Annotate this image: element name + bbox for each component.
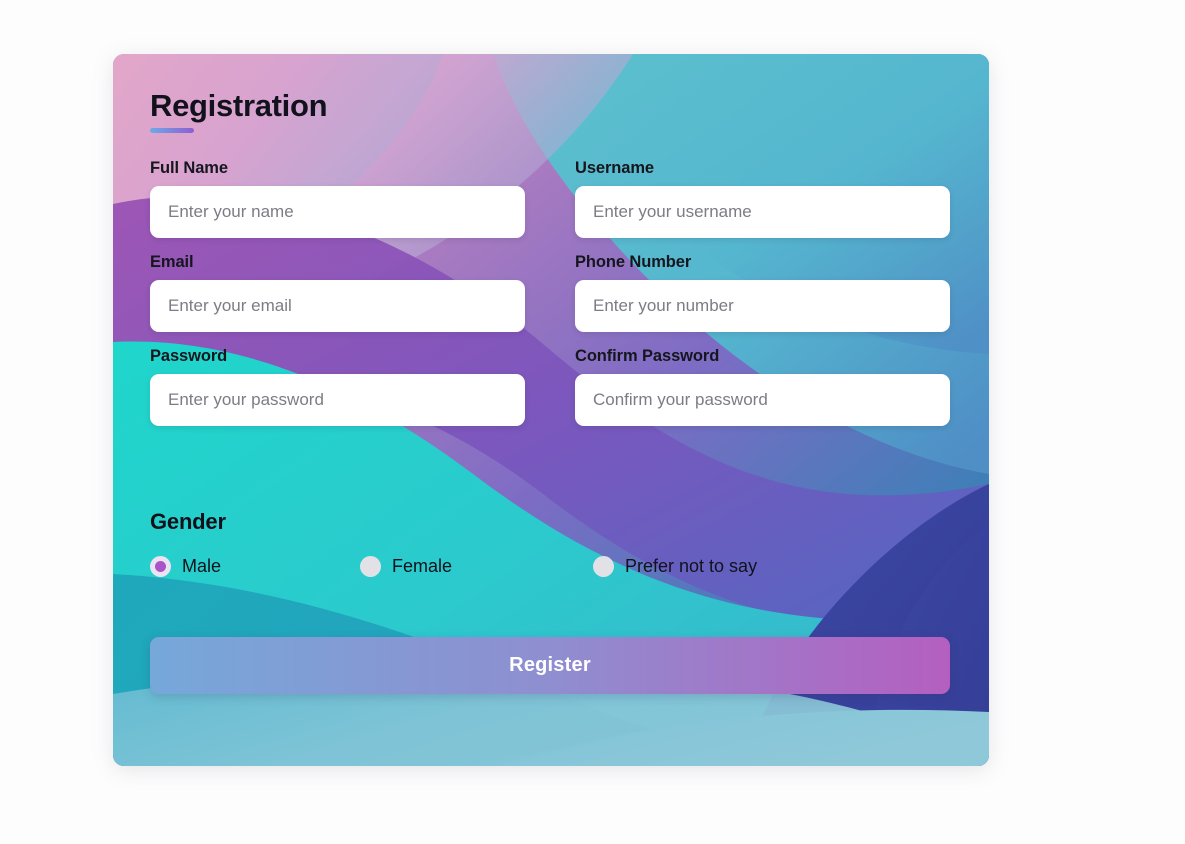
gender-option-male[interactable]: Male — [150, 556, 221, 577]
radio-selected-icon[interactable] — [150, 556, 171, 577]
phone-number-input[interactable] — [575, 280, 950, 332]
radio-unselected-icon[interactable] — [360, 556, 381, 577]
confirm-password-input[interactable] — [575, 374, 950, 426]
label-full-name: Full Name — [150, 159, 228, 177]
field-full-name: Full Name — [150, 159, 525, 238]
gender-label-female: Female — [392, 556, 453, 576]
gender-label-prefer-not-to-say: Prefer not to say — [625, 556, 758, 576]
registration-card: Registration Full Name Username Email — [113, 54, 989, 766]
label-confirm-password: Confirm Password — [575, 347, 720, 365]
registration-form-grid: Full Name Username Email Phone Number Pa — [150, 159, 950, 426]
page-title: Registration — [150, 88, 328, 123]
label-password: Password — [150, 347, 228, 365]
username-input[interactable] — [575, 186, 950, 238]
gender-option-female[interactable]: Female — [360, 556, 452, 577]
gender-heading: Gender — [150, 509, 226, 534]
field-phone-number: Phone Number — [575, 253, 950, 332]
label-username: Username — [575, 159, 654, 177]
field-email: Email — [150, 253, 525, 332]
field-password: Password — [150, 347, 525, 426]
email-input[interactable] — [150, 280, 525, 332]
field-username: Username — [575, 159, 950, 238]
gender-option-group: Male Female Prefer not to say — [150, 556, 950, 582]
register-button[interactable]: Register — [150, 637, 950, 694]
password-input[interactable] — [150, 374, 525, 426]
gender-section: Gender Male Female Prefer not to say — [150, 509, 950, 582]
title-block: Registration — [150, 88, 328, 133]
field-confirm-password: Confirm Password — [575, 347, 950, 426]
title-accent-underline — [150, 127, 194, 133]
gender-option-prefer-not-to-say[interactable]: Prefer not to say — [593, 556, 757, 577]
label-email: Email — [150, 253, 194, 271]
gender-label-male: Male — [182, 556, 222, 576]
full-name-input[interactable] — [150, 186, 525, 238]
label-phone-number: Phone Number — [575, 253, 692, 271]
card-content: Registration Full Name Username Email — [113, 54, 989, 766]
radio-unselected-icon[interactable] — [593, 556, 614, 577]
